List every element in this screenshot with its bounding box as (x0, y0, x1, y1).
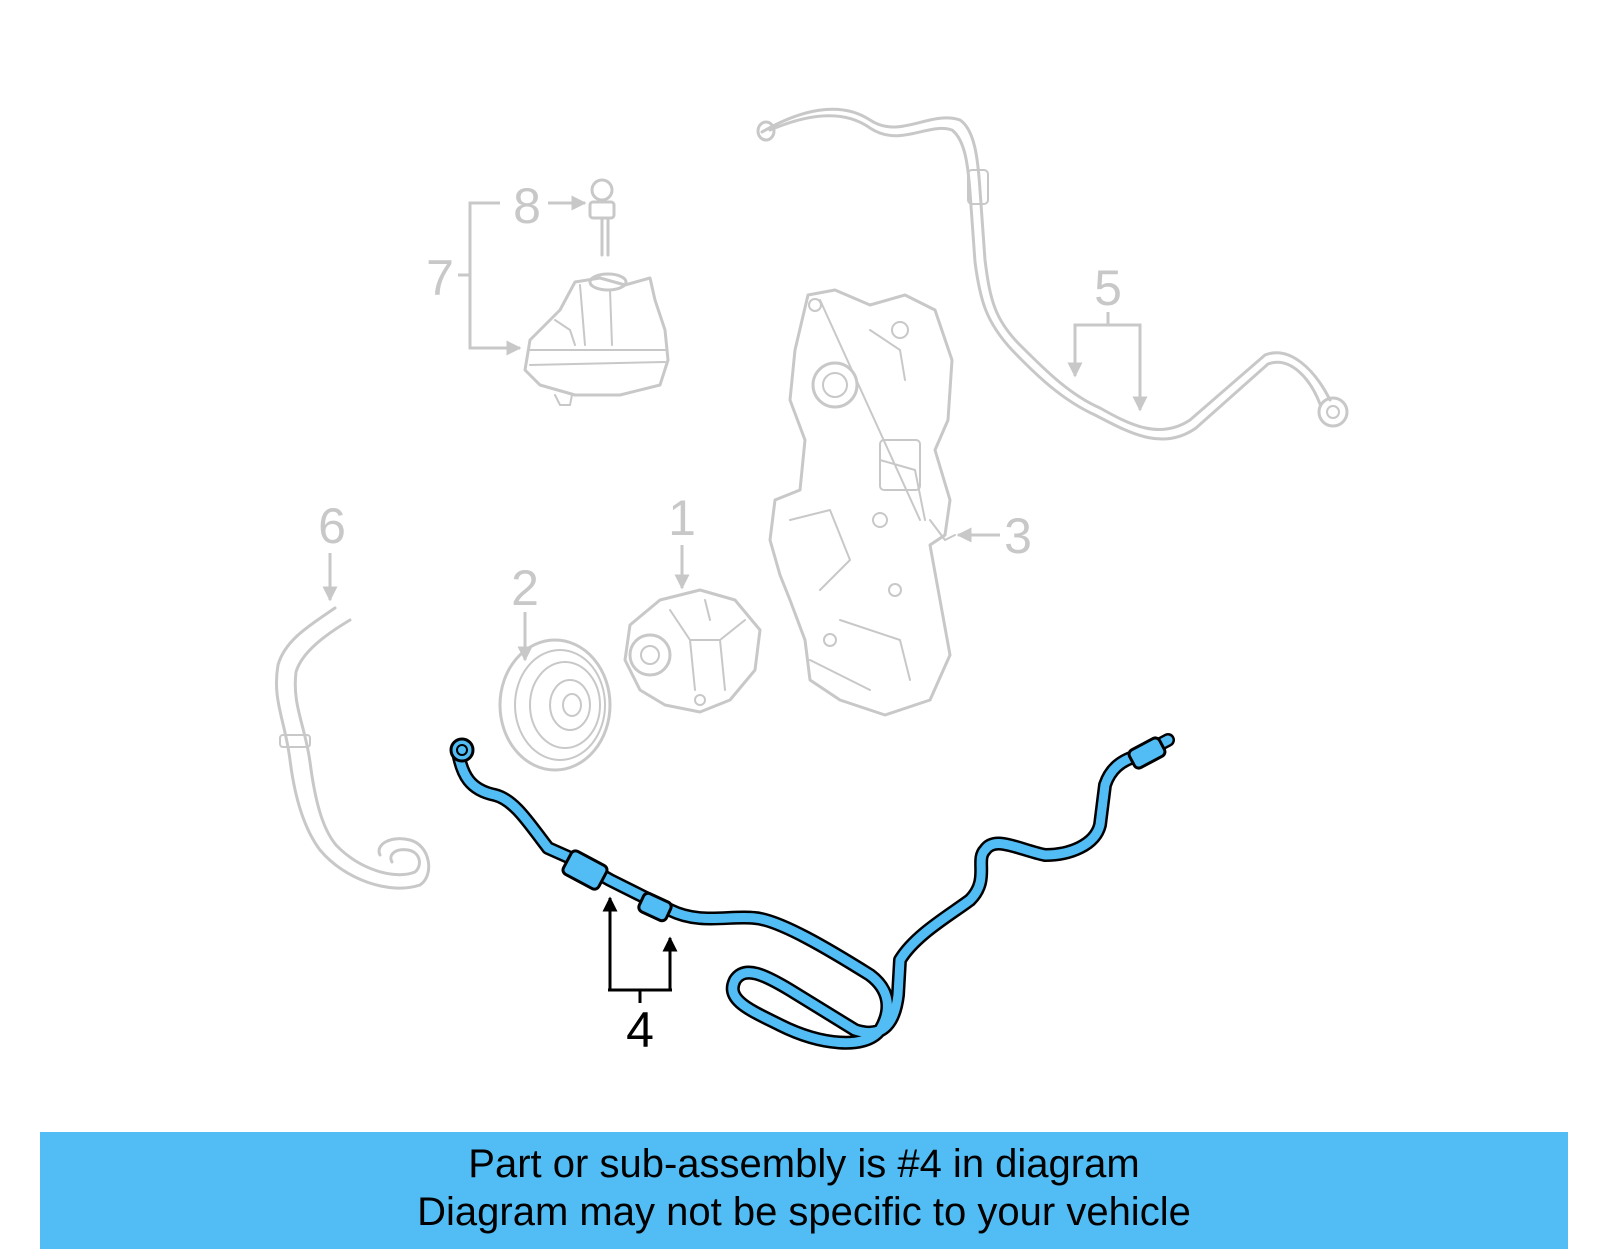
callout-1: 1 (668, 490, 696, 546)
callout-5: 5 (1094, 260, 1122, 316)
callout-8: 8 (513, 178, 541, 234)
caption-line-2: Diagram may not be specific to your vehi… (417, 1190, 1191, 1234)
caption-line-1: Part or sub-assembly is #4 in diagram (468, 1142, 1140, 1186)
part-8-cap (588, 178, 616, 257)
part-5-hose (756, 107, 1349, 441)
leader-lines-black (602, 896, 678, 1003)
leader-lines-gray (322, 195, 1148, 662)
callout-2: 2 (511, 560, 539, 616)
part-3-bracket (768, 288, 956, 717)
caption-banner: Part or sub-assembly is #4 in diagram Di… (40, 1132, 1568, 1249)
callout-4: 4 (626, 1002, 654, 1058)
callout-7: 7 (426, 250, 454, 306)
part-6-hose (274, 606, 431, 890)
part-2-pulley (498, 638, 612, 772)
part-1-pump (623, 588, 762, 714)
callout-6: 6 (318, 498, 346, 554)
part-4-pressure-line (449, 733, 1175, 1050)
callout-3: 3 (1004, 508, 1032, 564)
part-7-reservoir (523, 272, 670, 406)
